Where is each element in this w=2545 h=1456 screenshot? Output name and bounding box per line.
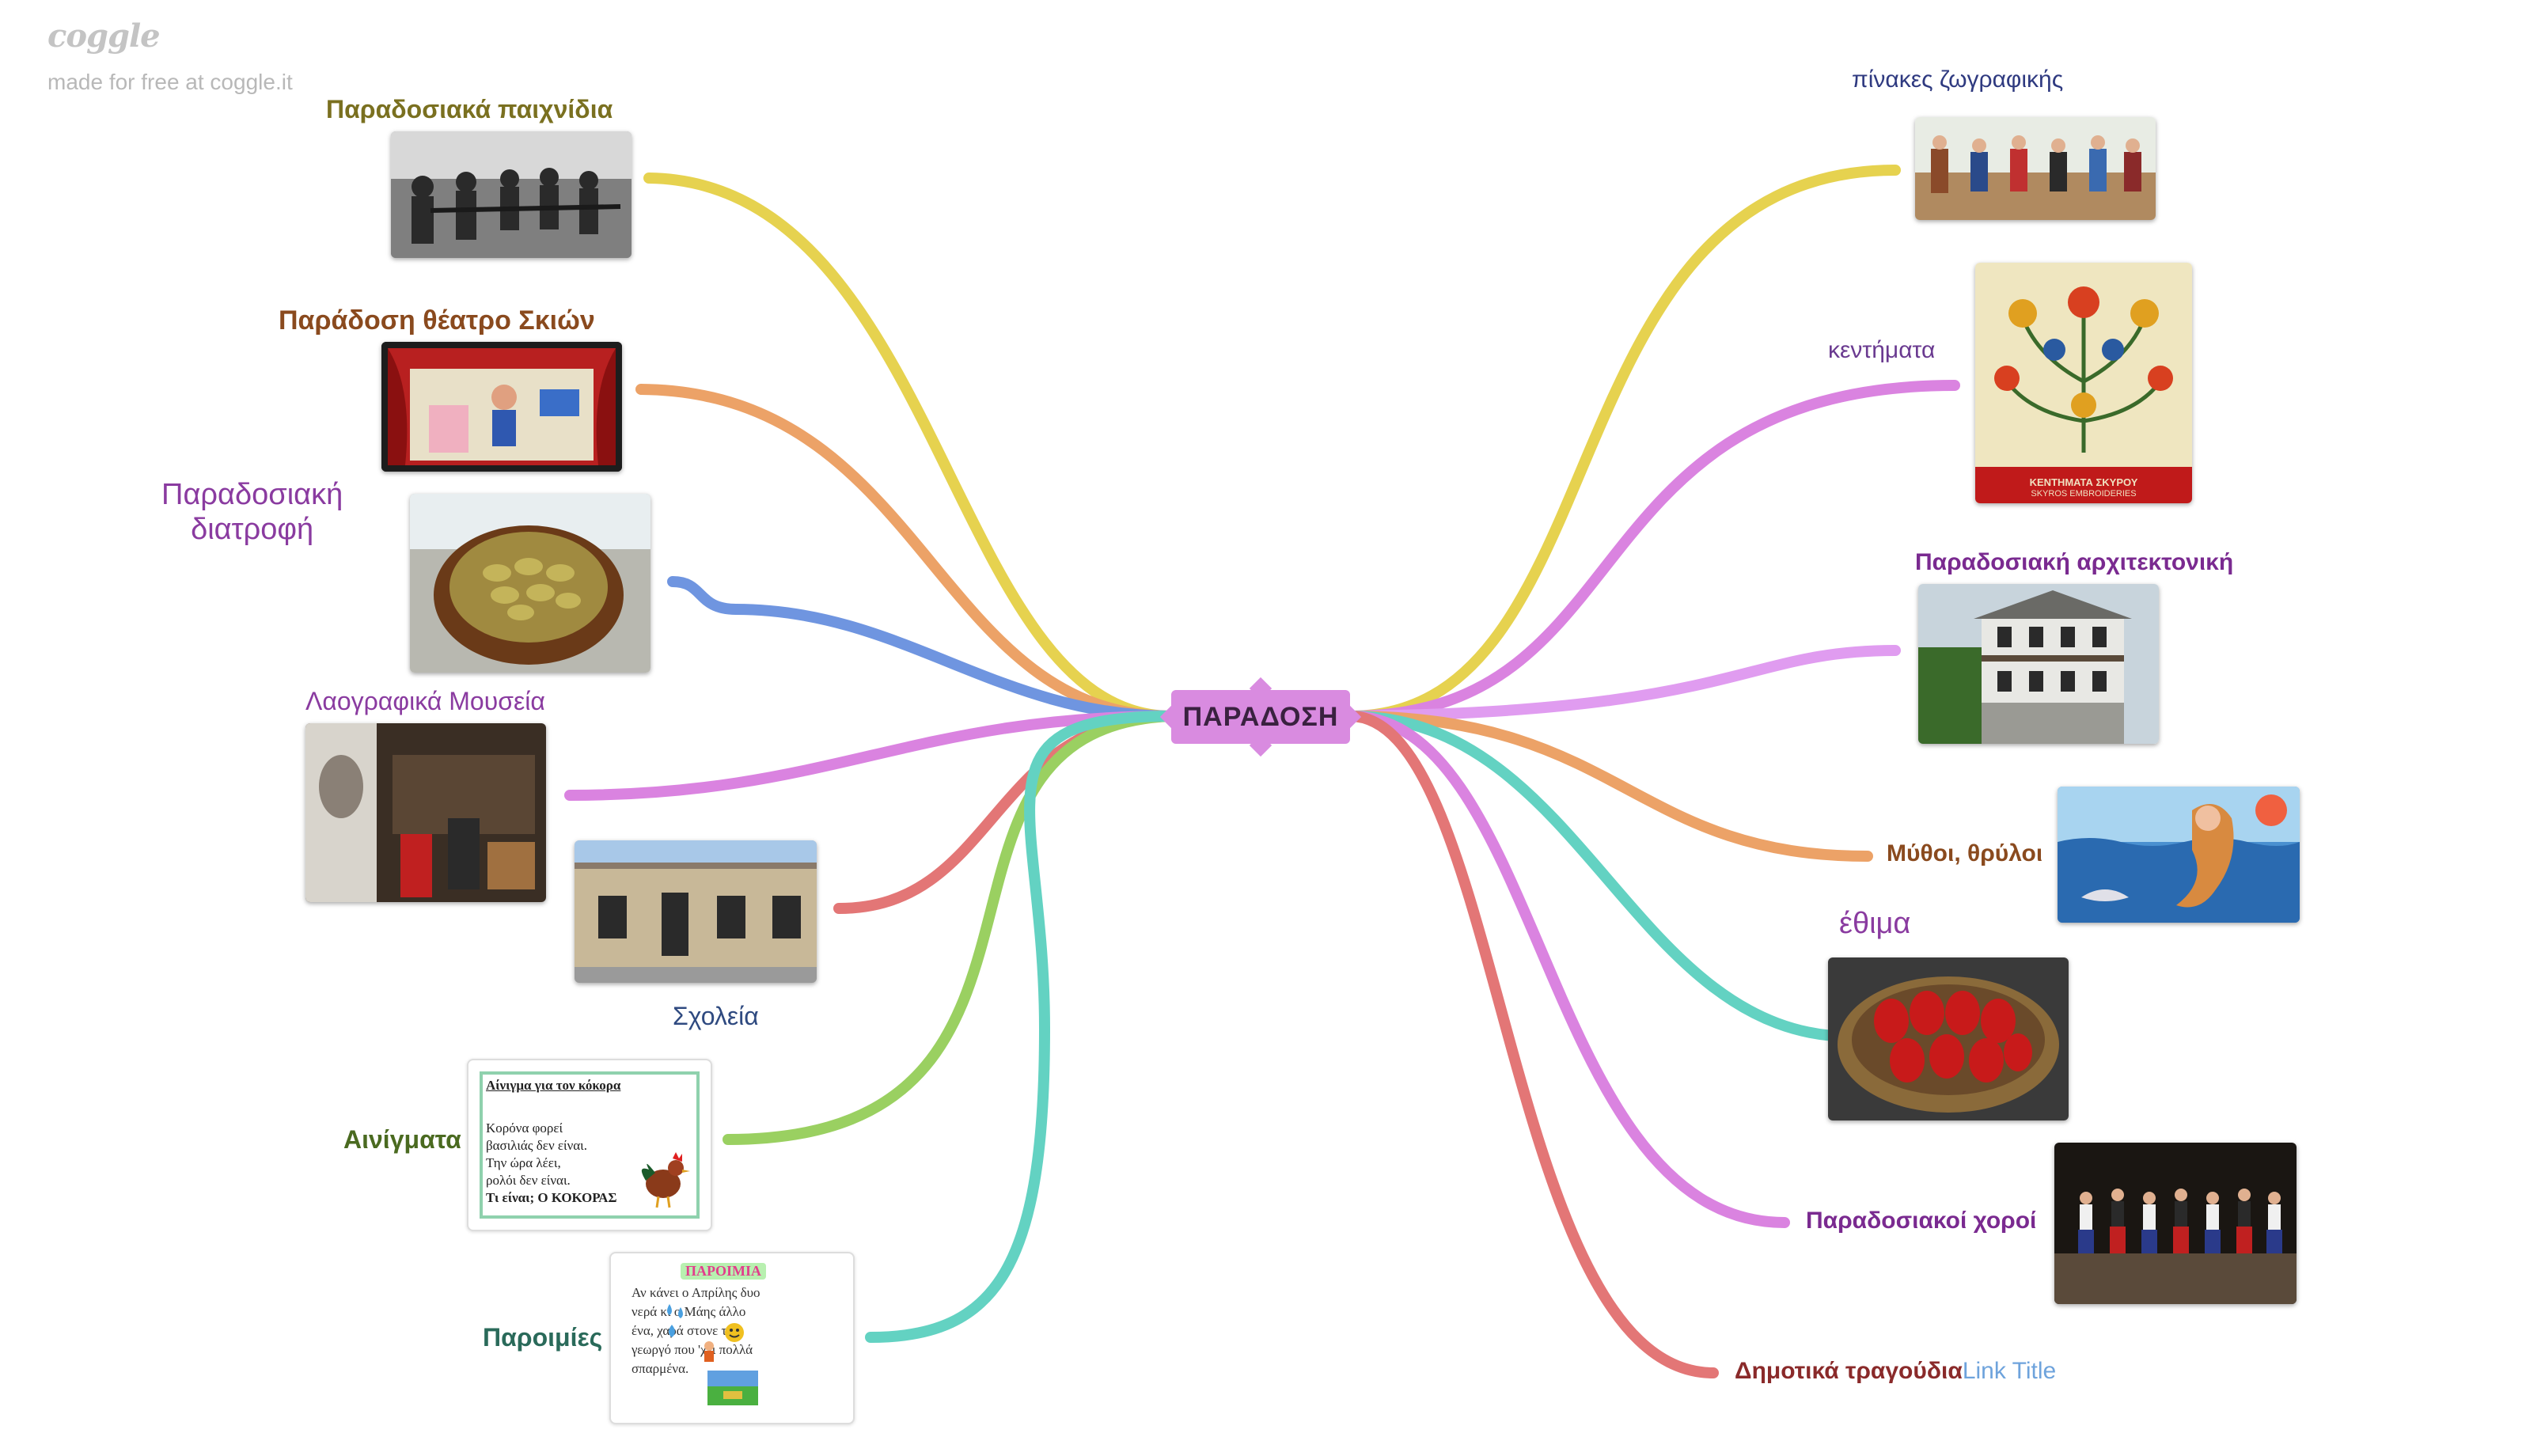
photo-folk-dancers: [2054, 1143, 2297, 1304]
central-node-label: ΠΑΡΑΔΟΣΗ: [1182, 701, 1339, 732]
proverb-card-line: νερά κι ο Μάης άλλο: [632, 1304, 746, 1319]
branch-line-paintings[interactable]: [1345, 165, 1901, 722]
embroidery-caption-line-2: SKYROS EMBROIDERIES: [2031, 489, 2137, 499]
node-image-shadow-theatre[interactable]: [381, 342, 622, 472]
branch-line-customs[interactable]: [1345, 711, 1857, 1042]
photo-traditional-mansion: [1918, 584, 2159, 744]
coggle-tagline[interactable]: made for free at coggle.it: [47, 70, 293, 94]
node-label-dances[interactable]: Παραδοσιακοί χοροί: [1806, 1208, 2037, 1234]
node-label-shadow-theatre[interactable]: Παράδοση θέατρο Σκιών: [279, 305, 595, 336]
node-label-games[interactable]: Παραδοσιακά παιχνίδια: [326, 95, 613, 123]
node-image-paintings[interactable]: [1915, 117, 2156, 220]
branch-line-schools[interactable]: [833, 711, 1177, 914]
riddle-card-line: Κορόνα φορεί: [486, 1120, 563, 1136]
raindrops-icon: [667, 1304, 683, 1318]
node-image-embroidery[interactable]: ΚΕΝΤΗΜΑΤΑ ΣΚΥΡΟΥ SKYROS EMBROIDERIES: [1975, 263, 2192, 503]
branch-line-songs[interactable]: [1345, 711, 1719, 1378]
proverb-card-line: γεωργό που 'χει πολλά: [632, 1342, 753, 1357]
embroidery-caption-line-1: ΚΕΝΤΗΜΑΤΑ ΣΚΥΡΟΥ: [2029, 476, 2138, 488]
node-label-food-line-2: διατροφή: [191, 512, 314, 546]
proverb-card-line: ένα, χαρά στονε τον: [632, 1323, 740, 1338]
central-node[interactable]: ΠΑΡΑΔΟΣΗ: [1171, 690, 1350, 744]
node-card-riddle[interactable]: Αίνιγμα για τον κόκορα Κορόνα φορεί βασι…: [467, 1059, 712, 1231]
node-image-dances[interactable]: [2054, 1143, 2297, 1304]
riddle-card-line: Την ώρα λέει,: [486, 1155, 561, 1170]
node-image-museums[interactable]: [305, 723, 546, 902]
riddle-card-line: βασιλιάς δεν είναι.: [486, 1138, 588, 1153]
shadow-theatre-picture: [381, 342, 622, 472]
proverb-card-line: Αν κάνει ο Απρίλης δυο: [632, 1285, 760, 1300]
branch-line-myths[interactable]: [1345, 711, 1873, 862]
branch-line-games[interactable]: [643, 173, 1177, 722]
node-label-architecture[interactable]: Παραδοσιακή αρχιτεκτονική: [1915, 549, 2234, 575]
branch-line-riddles[interactable]: [723, 711, 1177, 1145]
node-image-architecture[interactable]: [1918, 584, 2159, 744]
node-label-customs[interactable]: έθιμα: [1839, 907, 1911, 940]
branch-line-proverbs[interactable]: [865, 711, 1177, 1343]
photo-folklore-museum: [305, 723, 546, 902]
proverb-card-title: ΠΑΡΟΙΜΙΑ: [681, 1263, 766, 1280]
node-card-proverb[interactable]: ΠΑΡΟΙΜΙΑ Αν κάνει ο Απρίλης δυο νερά κι …: [609, 1252, 855, 1424]
riddle-card-frame: [480, 1071, 700, 1219]
branch-line-museums[interactable]: [564, 711, 1177, 801]
field-icon: [707, 1371, 758, 1405]
node-image-food[interactable]: [410, 494, 650, 673]
farmer-icon: [704, 1341, 714, 1362]
smiley-icon: [725, 1323, 744, 1342]
rooster-icon: [641, 1152, 690, 1208]
node-image-games[interactable]: [391, 131, 632, 258]
branch-line-embroidery[interactable]: [1345, 380, 1960, 722]
node-label-proverbs[interactable]: Παροιμίες: [483, 1323, 603, 1352]
link-title-link[interactable]: Link Title: [1962, 1358, 2057, 1384]
node-image-myths[interactable]: [2058, 787, 2300, 923]
node-label-songs[interactable]: Δημοτικά τραγούδιαLink Title: [1735, 1358, 2056, 1386]
node-image-schools[interactable]: [575, 840, 817, 983]
riddle-card-title: Αίνιγμα για τον κόκορα: [486, 1078, 621, 1093]
mermaid-painting: [2058, 787, 2300, 923]
node-label-songs-text: Δημοτικά τραγούδια: [1735, 1358, 1963, 1384]
folk-painting-picture: [1915, 117, 2156, 220]
coggle-logo[interactable]: coggle: [47, 17, 161, 55]
riddle-card-line: Τι είναι; Ο ΚΟΚΟΡΑΣ: [486, 1190, 617, 1205]
node-label-food[interactable]: Παραδοσιακή διατροφή: [161, 478, 343, 547]
photo-children-playing: [391, 131, 632, 258]
photo-red-easter-eggs: [1828, 957, 2069, 1120]
node-label-museums[interactable]: Λαογραφικά Μουσεία: [305, 687, 545, 715]
node-image-customs[interactable]: [1828, 957, 2069, 1120]
riddle-card-line: ρολόι δεν είναι.: [486, 1173, 571, 1188]
branch-line-food[interactable]: [667, 576, 1177, 722]
node-label-food-line-1: Παραδοσιακή: [161, 478, 343, 511]
node-label-paintings[interactable]: πίνακες ζωγραφικής: [1852, 66, 2064, 93]
node-label-schools[interactable]: Σχολεία: [673, 1002, 759, 1030]
branch-line-architecture[interactable]: [1345, 645, 1901, 722]
embroidery-book-cover: [1975, 263, 2192, 503]
branch-line-shadow-theatre[interactable]: [635, 384, 1177, 722]
node-label-riddles[interactable]: Αινίγματα: [343, 1125, 461, 1154]
node-label-myths[interactable]: Μύθοι, θρύλοι: [1887, 840, 2043, 866]
photo-old-school-building: [575, 840, 817, 983]
node-label-embroidery[interactable]: κεντήματα: [1828, 337, 1936, 363]
branch-line-dances[interactable]: [1345, 711, 1790, 1228]
raindrop-icon: [669, 1325, 675, 1337]
proverb-card-line: σπαρμένα.: [632, 1361, 689, 1376]
photo-stuffed-cabbage-pot: [410, 494, 650, 673]
